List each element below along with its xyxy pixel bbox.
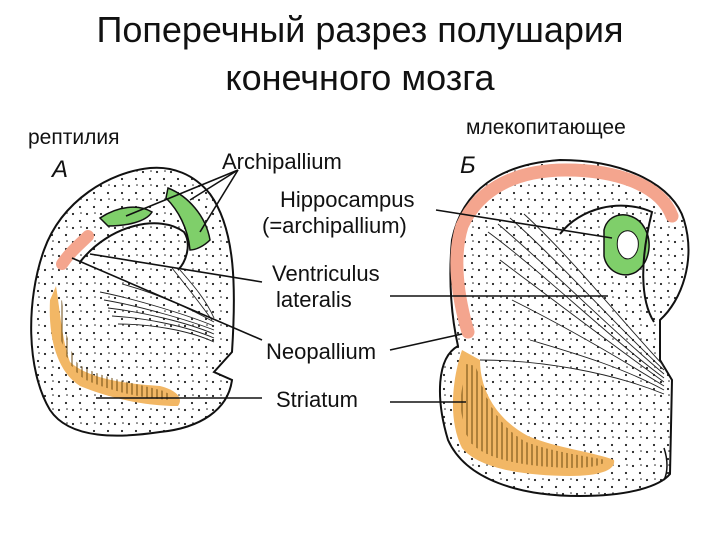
- mammal-ventricle: [559, 204, 655, 323]
- slide-title-line-2: конечного мозга: [225, 57, 495, 98]
- reptile-caption: рептилия: [28, 126, 120, 149]
- leader-lines: [71, 169, 613, 403]
- reptile-ventricle: [79, 222, 189, 271]
- label-ventriculus-1: Ventriculus: [272, 261, 380, 286]
- panel-letter-a: А: [52, 156, 69, 183]
- reptile-hemisphere: [30, 166, 235, 437]
- reptile-archipallium-2: [165, 186, 211, 251]
- label-hippocampus-note: (=archipallium): [262, 213, 407, 238]
- label-ventriculus-2: lateralis: [276, 287, 352, 312]
- slide-title-line-1: Поперечный разрез полушария: [96, 9, 624, 50]
- mammal-striatum-hatch: [461, 364, 606, 468]
- mammal-neopallium: [450, 163, 679, 339]
- reptile-striatum-hatch: [58, 300, 171, 400]
- mammal-notch: [663, 447, 668, 481]
- reptile-neopallium: [56, 230, 94, 270]
- mammal-hippocampus: [603, 214, 650, 276]
- reptile-archipallium: [98, 206, 154, 227]
- reptile-fibers: [99, 267, 215, 343]
- mammal-fibers: [479, 213, 665, 395]
- label-striatum: Striatum: [276, 387, 358, 412]
- label-neopallium: Neopallium: [266, 339, 377, 364]
- mammal-caption: млекопитающее: [466, 116, 626, 139]
- panel-letter-b: Б: [460, 152, 476, 179]
- label-archipallium: Archipallium: [222, 149, 342, 174]
- label-hippocampus: Hippocampus: [280, 187, 415, 212]
- mammal-hemisphere: [439, 158, 690, 498]
